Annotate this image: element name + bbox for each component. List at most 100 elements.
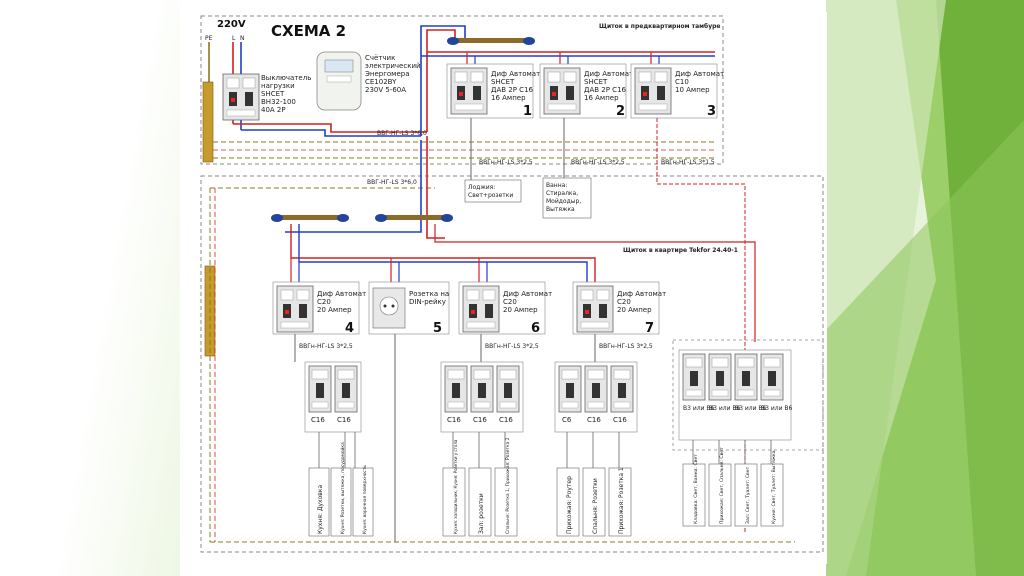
svg-text:Вытяжка: Вытяжка: [546, 206, 575, 213]
bottom-device-7: Диф Автомат С20 20 Ампер 7: [572, 281, 666, 336]
svg-text:В3 или В6: В3 или В6: [761, 405, 792, 412]
earth-bar-top: [202, 81, 214, 163]
breaker-group-1: С16 С16: [304, 361, 362, 433]
top-device-2: Диф Автомат SHCET ДАВ 2Р С16 16 Ампер 2: [539, 63, 633, 119]
svg-text:Мойдодыр,: Мойдодыр,: [546, 198, 581, 205]
background-green-shapes: [826, 0, 1024, 576]
bottom-device-4: Диф Автомат С20 20 Ампер 4: [272, 281, 366, 336]
main-switch-label: Выключатель нагрузки SHCET ВН32-100 40А …: [261, 74, 311, 114]
svg-text:В3 или В6: В3 или В6: [735, 405, 766, 412]
svg-text:Счётчик: Счётчик: [365, 54, 395, 62]
svg-text:Розетка на: Розетка на: [409, 290, 449, 298]
svg-text:16 Ампер: 16 Ампер: [584, 94, 619, 102]
cable-main-label: ВВГ-НГ-LS 3*6,0: [377, 130, 427, 137]
terminal-pe: PE: [205, 35, 213, 42]
top-device-1: Диф Автомат SHCET ДАВ 2Р С16 16 Ампер 1: [446, 63, 540, 119]
svg-text:СЕ102BY: СЕ102BY: [365, 78, 397, 86]
cable-label-4: ВВГн-НГ-LS 3*2,5: [299, 343, 353, 350]
main-switch: [222, 73, 260, 121]
load-bathroom: Ванна: Стиралка, Мойдодыр, Вытяжка: [542, 177, 592, 219]
svg-text:В3 или В6: В3 или В6: [683, 405, 714, 412]
svg-text:SHCET: SHCET: [261, 90, 285, 98]
svg-text:ДАВ 2Р С16: ДАВ 2Р С16: [491, 86, 534, 94]
svg-text:С16: С16: [587, 416, 601, 424]
svg-text:Спальня: Розетки: Спальня: Розетки: [592, 478, 599, 534]
svg-text:Диф Автомат: Диф Автомат: [675, 70, 724, 78]
loads-group-2: Кухня: холодильник, Кухня: Розетки у сто…: [442, 437, 518, 537]
breaker-group-4: В3 или В6 В3 или В6 В3 или В6 В3 или В6: [678, 349, 792, 441]
svg-text:20 Ампер: 20 Ампер: [503, 306, 538, 314]
voltage-label: 220V: [217, 19, 246, 30]
bottom-busbar-left: [271, 214, 349, 222]
svg-text:20 Ампер: 20 Ампер: [617, 306, 652, 314]
electric-meter: [316, 51, 362, 111]
loads-group-1: Кухня: Духовка Кухня: Розетки, вытяжка, …: [308, 442, 374, 537]
svg-text:230V 5-60A: 230V 5-60A: [365, 86, 406, 94]
svg-text:Зал: Свет, Туалет: Свет: Зал: Свет, Туалет: Свет: [745, 466, 751, 524]
svg-text:Свет+розетки: Свет+розетки: [468, 192, 513, 199]
svg-text:ВН32-100: ВН32-100: [261, 98, 296, 106]
svg-text:4: 4: [345, 321, 354, 336]
svg-text:С6: С6: [562, 416, 572, 424]
svg-text:5: 5: [433, 321, 442, 336]
svg-text:С20: С20: [503, 298, 517, 306]
top-box-label: Щиток в предквартирном тамбуре: [599, 23, 721, 30]
svg-text:Диф Автомат: Диф Автомат: [491, 70, 540, 78]
device-number: 3: [707, 104, 716, 119]
svg-text:С16: С16: [447, 416, 461, 424]
svg-text:С16: С16: [473, 416, 487, 424]
background-panel-left: [0, 0, 180, 576]
cable-label-6: ВВГн-НГ-LS 3*2,5: [485, 343, 539, 350]
svg-text:Спальня: Розетка 1, Прихожая:: Спальня: Розетка 1, Прихожая: Розетка 2: [505, 437, 511, 534]
svg-text:Диф Автомат: Диф Автомат: [617, 290, 666, 298]
svg-text:SHCET: SHCET: [491, 78, 515, 86]
svg-text:С10: С10: [675, 78, 689, 86]
bottom-busbar-right: [375, 214, 453, 222]
svg-text:Ванна:: Ванна:: [546, 182, 567, 189]
breaker-group-2: С16 С16 С16: [440, 361, 524, 433]
svg-text:Выключатель: Выключатель: [261, 74, 311, 82]
terminal-n: N: [240, 35, 245, 42]
top-neutral-busbar: [447, 37, 535, 45]
breaker-group-3: С6 С16 С16: [554, 361, 638, 433]
svg-text:Прихожая: Розетка 1: Прихожая: Розетка 1: [618, 467, 625, 534]
loads-group-3: Прихожая: Роутер Спальня: Розетки Прихож…: [556, 467, 632, 537]
svg-text:20 Ампер: 20 Ампер: [317, 306, 352, 314]
svg-text:Кухня: Духовка: Кухня: Духовка: [317, 485, 324, 534]
svg-text:6: 6: [531, 321, 540, 336]
svg-text:Диф Автомат: Диф Автомат: [317, 290, 366, 298]
svg-text:Кухня: Розетки, вытяжка, посуд: Кухня: Розетки, вытяжка, посудомойка: [339, 442, 346, 534]
bottom-device-5-socket: Розетка на DIN-рейку 5: [368, 281, 450, 336]
svg-text:16 Ампер: 16 Ампер: [491, 94, 526, 102]
schema-title: СХЕМА 2: [271, 22, 346, 40]
svg-text:Прихожая: Роутер: Прихожая: Роутер: [566, 476, 573, 534]
svg-text:электрический: электрический: [365, 62, 421, 70]
cable-main2-label: ВВГ-НГ-LS 3*6,0: [367, 179, 417, 186]
terminal-l: L: [232, 35, 236, 42]
device-number: 2: [616, 104, 625, 119]
svg-text:С20: С20: [617, 298, 631, 306]
svg-text:DIN-рейку: DIN-рейку: [409, 298, 446, 306]
svg-text:SHCET: SHCET: [584, 78, 608, 86]
bottom-box-label: Щиток в квартире Tekfor 24.40-1: [623, 247, 738, 254]
loads-group-4: Кладовка: Свет, Ванна: Свет Прихожая: Св…: [682, 447, 784, 527]
svg-text:С16: С16: [337, 416, 351, 424]
svg-text:В3 или В6: В3 или В6: [709, 405, 740, 412]
diagram-slide: 220V СХЕМА 2 Щиток в предквартирном тамб…: [195, 12, 827, 564]
device-number: 1: [523, 104, 532, 119]
bottom-panel-frame: [200, 175, 824, 553]
svg-text:10 Ампер: 10 Ампер: [675, 86, 710, 94]
svg-text:Кухня: холодильник, Кухня: Роз: Кухня: холодильник, Кухня: Розетки у сто…: [453, 439, 458, 534]
svg-text:С16: С16: [311, 416, 325, 424]
svg-text:С16: С16: [613, 416, 627, 424]
svg-text:Диф Автомат: Диф Автомат: [503, 290, 552, 298]
svg-text:С20: С20: [317, 298, 331, 306]
svg-text:7: 7: [645, 321, 654, 336]
svg-text:Кладовка: Свет, Ванна: Свет: Кладовка: Свет, Ванна: Свет: [693, 454, 699, 524]
svg-text:Прихожая: Свет, Спальня: Свет: Прихожая: Свет, Спальня: Свет: [719, 447, 725, 524]
cable-label-3: ВВГн-НГ-LS 3*1,5: [661, 159, 715, 166]
wiring-diagram: 220V СХЕМА 2 Щиток в предквартирном тамб…: [200, 15, 824, 553]
svg-text:Кухня: варочная поверхность: Кухня: варочная поверхность: [362, 465, 368, 534]
top-panel-frame: [200, 15, 724, 165]
cable-label-7: ВВГн-НГ-LS 3*2,5: [599, 343, 653, 350]
